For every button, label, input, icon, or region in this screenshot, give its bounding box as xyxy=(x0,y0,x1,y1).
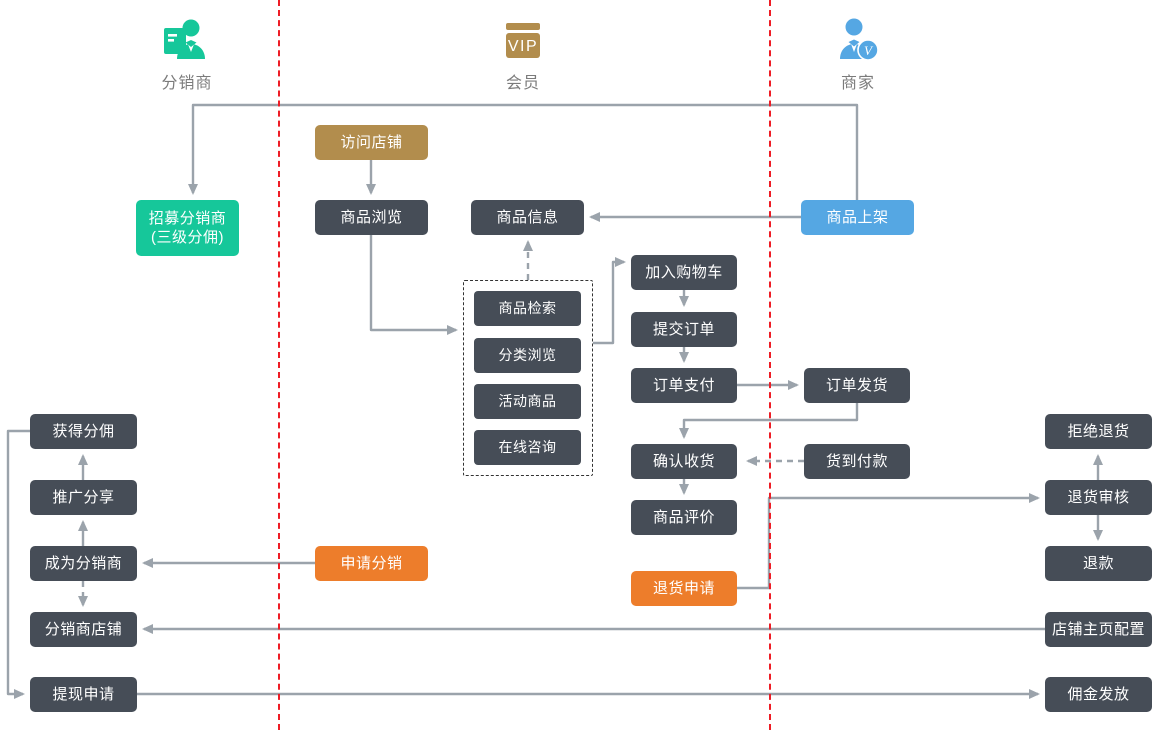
node-cash-on-delivery[interactable]: 货到付款 xyxy=(804,444,910,479)
node-order-shipping[interactable]: 订单发货 xyxy=(804,368,910,403)
node-submit-order[interactable]: 提交订单 xyxy=(631,312,737,347)
node-confirm-receipt[interactable]: 确认收货 xyxy=(631,444,737,479)
svg-text:VIP: VIP xyxy=(508,38,538,55)
merchant-person-icon: V xyxy=(783,12,933,68)
role-header-member: VIP 会员 xyxy=(448,12,598,94)
node-apply-distribution[interactable]: 申请分销 xyxy=(315,546,428,581)
node-return-review[interactable]: 退货审核 xyxy=(1045,480,1152,515)
edge-listing-to-recruit xyxy=(188,103,859,200)
node-add-to-cart[interactable]: 加入购物车 xyxy=(631,255,737,290)
node-online-consult[interactable]: 在线咨询 xyxy=(474,430,581,465)
vip-card-icon: VIP xyxy=(448,12,598,68)
edge-return-to-audit xyxy=(737,493,1040,590)
node-become-distributor[interactable]: 成为分销商 xyxy=(30,546,137,581)
edge-browse-to-group xyxy=(369,235,458,335)
node-product-review[interactable]: 商品评价 xyxy=(631,500,737,535)
node-withdraw-request[interactable]: 提现申请 xyxy=(30,677,137,712)
browse-options-group xyxy=(463,280,593,476)
role-header-distributor: 分销商 xyxy=(112,12,262,94)
distributor-person-icon xyxy=(112,12,262,68)
node-get-commission[interactable]: 获得分佣 xyxy=(30,414,137,449)
edge-group-to-cart xyxy=(593,257,626,345)
role-label-distributor: 分销商 xyxy=(161,75,213,92)
node-recruit-distributor[interactable]: 招募分销商 (三级分佣) xyxy=(136,200,239,256)
node-distributor-shop[interactable]: 分销商店铺 xyxy=(30,612,137,647)
role-label-member: 会员 xyxy=(505,75,540,92)
node-product-info[interactable]: 商品信息 xyxy=(471,200,584,235)
node-reject-return[interactable]: 拒绝退货 xyxy=(1045,414,1152,449)
node-visit-shop[interactable]: 访问店铺 xyxy=(315,125,428,160)
node-category-browse[interactable]: 分类浏览 xyxy=(474,338,581,373)
node-product-search[interactable]: 商品检索 xyxy=(474,291,581,326)
node-browse-products[interactable]: 商品浏览 xyxy=(315,200,428,235)
node-return-request[interactable]: 退货申请 xyxy=(631,571,737,606)
lane-divider-1 xyxy=(278,0,280,730)
node-refund[interactable]: 退款 xyxy=(1045,546,1152,581)
node-order-payment[interactable]: 订单支付 xyxy=(631,368,737,403)
role-label-merchant: 商家 xyxy=(840,75,875,92)
node-shop-home-config[interactable]: 店铺主页配置 xyxy=(1045,612,1152,647)
node-promo-products[interactable]: 活动商品 xyxy=(474,384,581,419)
node-commission-payout[interactable]: 佣金发放 xyxy=(1045,677,1152,712)
node-promote-share[interactable]: 推广分享 xyxy=(30,480,137,515)
edge-commission-to-withdraw xyxy=(6,429,30,699)
node-product-listing[interactable]: 商品上架 xyxy=(801,200,914,235)
lane-divider-2 xyxy=(769,0,771,730)
role-header-merchant: V 商家 xyxy=(783,12,933,94)
svg-text:V: V xyxy=(864,43,874,58)
